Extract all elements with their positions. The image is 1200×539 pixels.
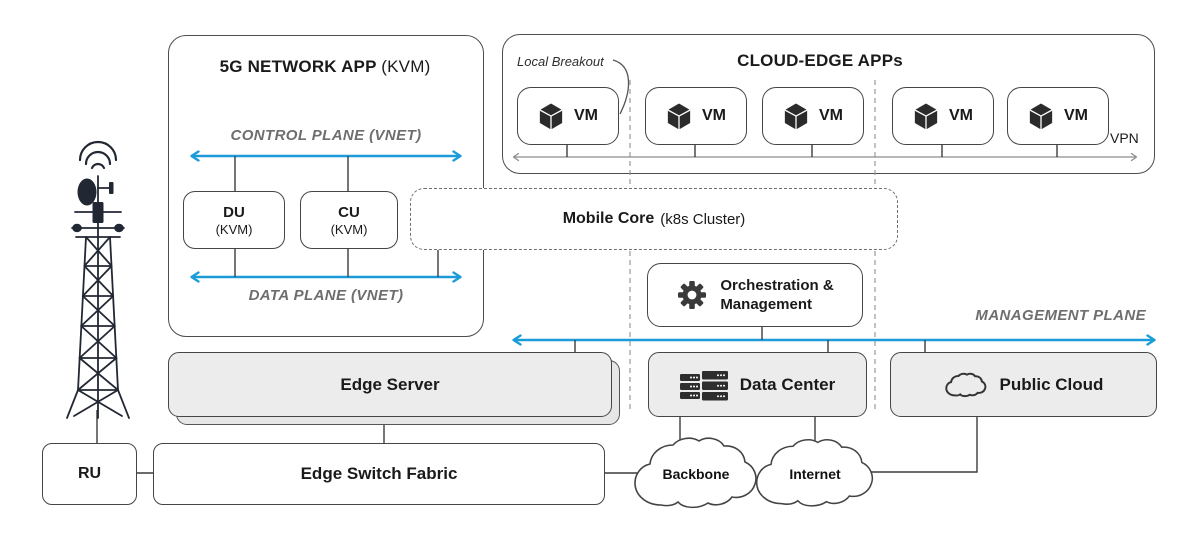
vm-cube-icon (784, 103, 808, 129)
orchestration-management-label: Orchestration & Management (720, 276, 833, 315)
vm-label: VM (1064, 107, 1088, 124)
edge-server-box: Edge Server (168, 352, 612, 417)
orchestration-line2: Management (720, 296, 812, 313)
management-plane-label: MANAGEMENT PLANE (975, 307, 1146, 324)
five-g-app-title-bold: 5G NETWORK APP (219, 57, 377, 76)
cu-label: CU (338, 203, 360, 221)
vm-box-4: VM (892, 87, 994, 145)
control-plane-label: CONTROL PLANE (VNET) (230, 127, 422, 144)
data-plane-label: DATA PLANE (VNET) (248, 287, 404, 304)
backbone-label: Backbone (662, 466, 730, 482)
vm-label: VM (702, 107, 726, 124)
vm-cube-icon (1029, 103, 1053, 129)
public-cloud-box: Public Cloud (890, 352, 1157, 417)
du-label: DU (223, 203, 245, 221)
edge-switch-fabric-label: Edge Switch Fabric (300, 464, 458, 483)
cloud-edge-apps-title: CLOUD-EDGE APPs (737, 51, 903, 70)
server-rack-icon (679, 370, 728, 400)
mobile-core-title: Mobile Core (562, 210, 655, 227)
cloud-icon (944, 372, 986, 397)
orchestration-management-box: Orchestration & Management (647, 263, 863, 327)
internet-label: Internet (789, 466, 841, 482)
vm-cube-icon (667, 103, 691, 129)
mobile-core-suffix: (k8s Cluster) (660, 210, 746, 228)
vm-box-3: VM (762, 87, 864, 145)
edge-switch-fabric-box: Edge Switch Fabric (153, 443, 605, 505)
five-g-app-title: 5G NETWORK APP (KVM) (168, 57, 482, 77)
vm-cube-icon (914, 103, 938, 129)
vpn-label: VPN (1110, 130, 1139, 146)
backbone-cloud-shape (634, 437, 757, 509)
data-center-label: Data Center (739, 374, 836, 394)
edge-server-label: Edge Server (340, 374, 440, 394)
orchestration-line1: Orchestration & (720, 276, 834, 294)
five-g-network-app-container (168, 35, 484, 337)
gear-icon (678, 281, 707, 309)
cu-sublabel: (KVM) (330, 221, 368, 237)
five-g-app-title-suffix: (KVM) (381, 57, 431, 76)
cu-box: CU (KVM) (300, 191, 398, 249)
data-center-box: Data Center (648, 352, 867, 417)
du-sublabel: (KVM) (215, 221, 253, 237)
internet-cloud-shape (755, 438, 874, 507)
vm-box-1: VM (517, 87, 619, 145)
local-breakout-label: Local Breakout (517, 54, 604, 69)
vm-label: VM (949, 107, 973, 124)
mobile-core-box: Mobile Core (k8s Cluster) (410, 188, 898, 250)
public-cloud-label: Public Cloud (999, 374, 1104, 394)
vm-label: VM (574, 107, 598, 124)
cell-tower-icon (66, 140, 130, 419)
ru-box: RU (42, 443, 137, 505)
vm-box-2: VM (645, 87, 747, 145)
ru-label: RU (77, 465, 102, 482)
vm-cube-icon (539, 103, 563, 129)
du-box: DU (KVM) (183, 191, 285, 249)
vm-label: VM (819, 107, 843, 124)
vm-box-5: VM (1007, 87, 1109, 145)
local-breakout-pointer-curve (612, 59, 630, 115)
plain-connectors (96, 140, 1058, 474)
